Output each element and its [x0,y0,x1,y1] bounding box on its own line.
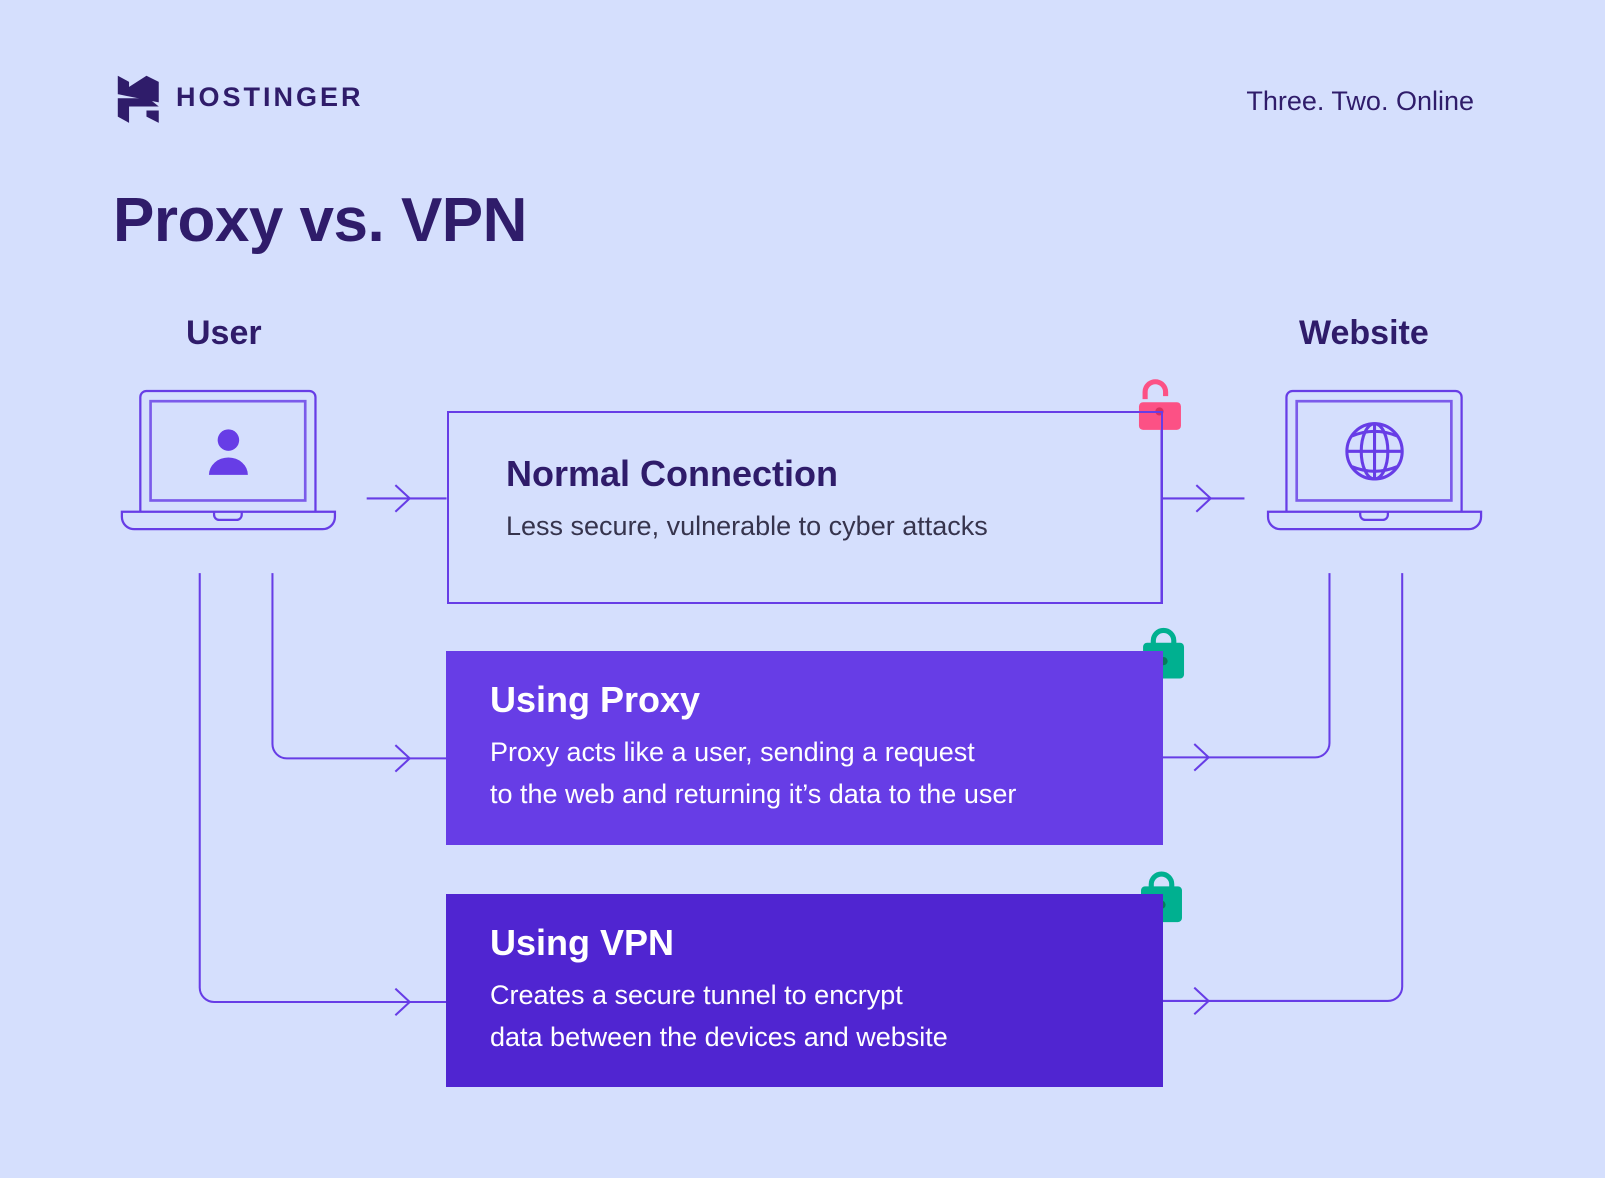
proxy-in-arrow [394,744,412,773]
proxy-card: Using Proxy Proxy acts like a user, send… [446,651,1163,845]
card-title: Normal Connection [506,453,839,494]
card-description-line: Creates a secure tunnel to encrypt [490,980,903,1010]
user-laptop-icon [120,389,337,531]
vpn-card: Using VPN Creates a secure tunnel to enc… [446,894,1163,1087]
brand-name: HOSTINGER [176,82,364,112]
card-description: Less secure, vulnerable to cyber attacks [506,511,988,541]
card-description-line: Proxy acts like a user, sending a reques… [490,737,975,767]
vpn-in-path [198,573,447,1003]
normal-in-arrow [394,484,412,513]
proxy-in-path [271,573,447,760]
website-laptop-icon [1266,389,1483,531]
normal-out-arrow [1195,484,1213,513]
user-icon [208,429,248,475]
card-description-line: to the web and returning it’s data to th… [490,779,1017,809]
normal-connection-card: Normal Connection Less secure, vulnerabl… [447,411,1163,604]
brand-tagline: Three. Two. Online [1246,86,1474,116]
page-title: Proxy vs. VPN [113,186,527,255]
vpn-out-path [1162,573,1404,1002]
proxy-out-path [1162,573,1331,759]
card-title: Using VPN [490,922,675,963]
vpn-out-arrow [1193,986,1211,1015]
user-label: User [186,314,262,352]
website-label: Website [1299,314,1429,352]
proxy-out-arrow [1193,743,1211,772]
hostinger-logo-icon [117,75,159,123]
card-description-line: data between the devices and website [490,1022,948,1052]
globe-icon [1345,422,1404,481]
connector-lines [198,427,1404,1017]
card-title: Using Proxy [490,679,701,720]
vpn-in-arrow [394,987,412,1017]
